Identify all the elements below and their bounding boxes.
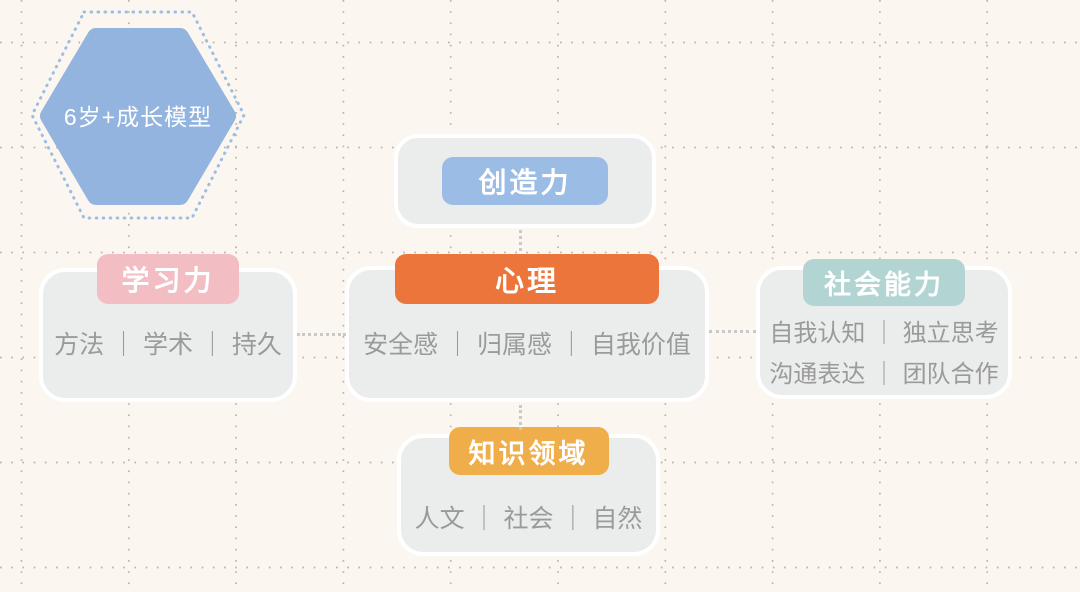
hexagon-node[interactable]: 6岁+成长模型 (24, 8, 252, 222)
hexagon-title: 6岁+成长模型 (63, 104, 213, 130)
social-items: 自我认知 ｜ 独立思考 沟通表达 ｜ 团队合作 (760, 313, 1008, 395)
connector-learning-psychology (297, 333, 346, 336)
connector-creativity-psychology (519, 230, 522, 251)
learning-label-pill[interactable]: 学习力 (97, 254, 239, 304)
knowledge-items: 人文 ｜ 社会 ｜ 自然 (414, 505, 643, 533)
social-items-line2: 沟通表达 ｜ 团队合作 (769, 361, 999, 388)
creativity-label-pill[interactable]: 创造力 (442, 157, 608, 205)
social-items-line1: 自我认知 ｜ 独立思考 (769, 320, 999, 347)
psychology-label-pill[interactable]: 心理 (395, 254, 659, 304)
connector-psychology-knowledge (519, 405, 522, 430)
card-psychology[interactable]: 心理 安全感 ｜ 归属感 ｜ 自我价值 (345, 254, 709, 402)
learning-items: 方法 ｜ 学术 ｜ 持久 (54, 331, 282, 359)
card-knowledge[interactable]: 知识领域 人文 ｜ 社会 ｜ 自然 (397, 427, 660, 556)
card-learning[interactable]: 学习力 方法 ｜ 学术 ｜ 持久 (39, 254, 297, 402)
psychology-items: 安全感 ｜ 归属感 ｜ 自我价值 (363, 331, 691, 359)
hexagon-fill-rim (40, 28, 236, 205)
card-creativity[interactable]: 创造力 (394, 134, 656, 228)
hexagon-shape (30, 10, 246, 220)
card-social[interactable]: 社会能力 自我认知 ｜ 独立思考 沟通表达 ｜ 团队合作 (756, 259, 1012, 399)
social-label-pill[interactable]: 社会能力 (803, 259, 965, 306)
hexagon-fill (49, 37, 227, 196)
knowledge-label-pill[interactable]: 知识领域 (448, 427, 609, 475)
connector-psychology-social (709, 330, 756, 333)
